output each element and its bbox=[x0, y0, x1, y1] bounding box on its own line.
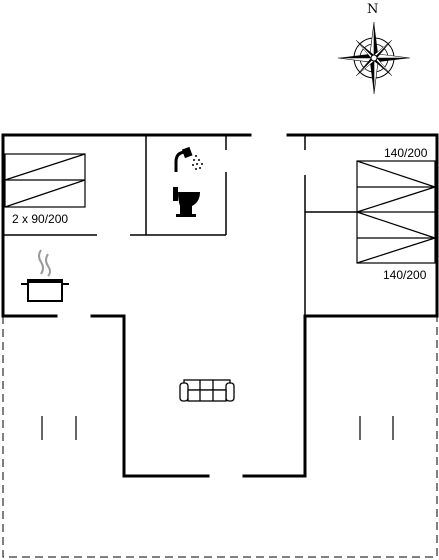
shower-icon bbox=[174, 146, 203, 172]
toilet-icon bbox=[173, 187, 200, 217]
cooking-pot-icon bbox=[21, 249, 69, 302]
terrace-outline bbox=[2, 316, 438, 558]
interior-walls bbox=[3, 135, 357, 316]
bed-left-label: 2 x 90/200 bbox=[12, 212, 69, 226]
sofa-icon bbox=[179, 379, 235, 402]
walls bbox=[1, 133, 439, 478]
bed-right-bottom-label: 140/200 bbox=[383, 268, 427, 282]
terrace-markers bbox=[41, 416, 394, 440]
compass-rose-icon bbox=[337, 21, 411, 95]
north-label: N bbox=[367, 2, 379, 17]
bed-right-top-label: 140/200 bbox=[384, 146, 428, 160]
bed-right bbox=[356, 160, 436, 264]
bed-left bbox=[4, 153, 86, 208]
